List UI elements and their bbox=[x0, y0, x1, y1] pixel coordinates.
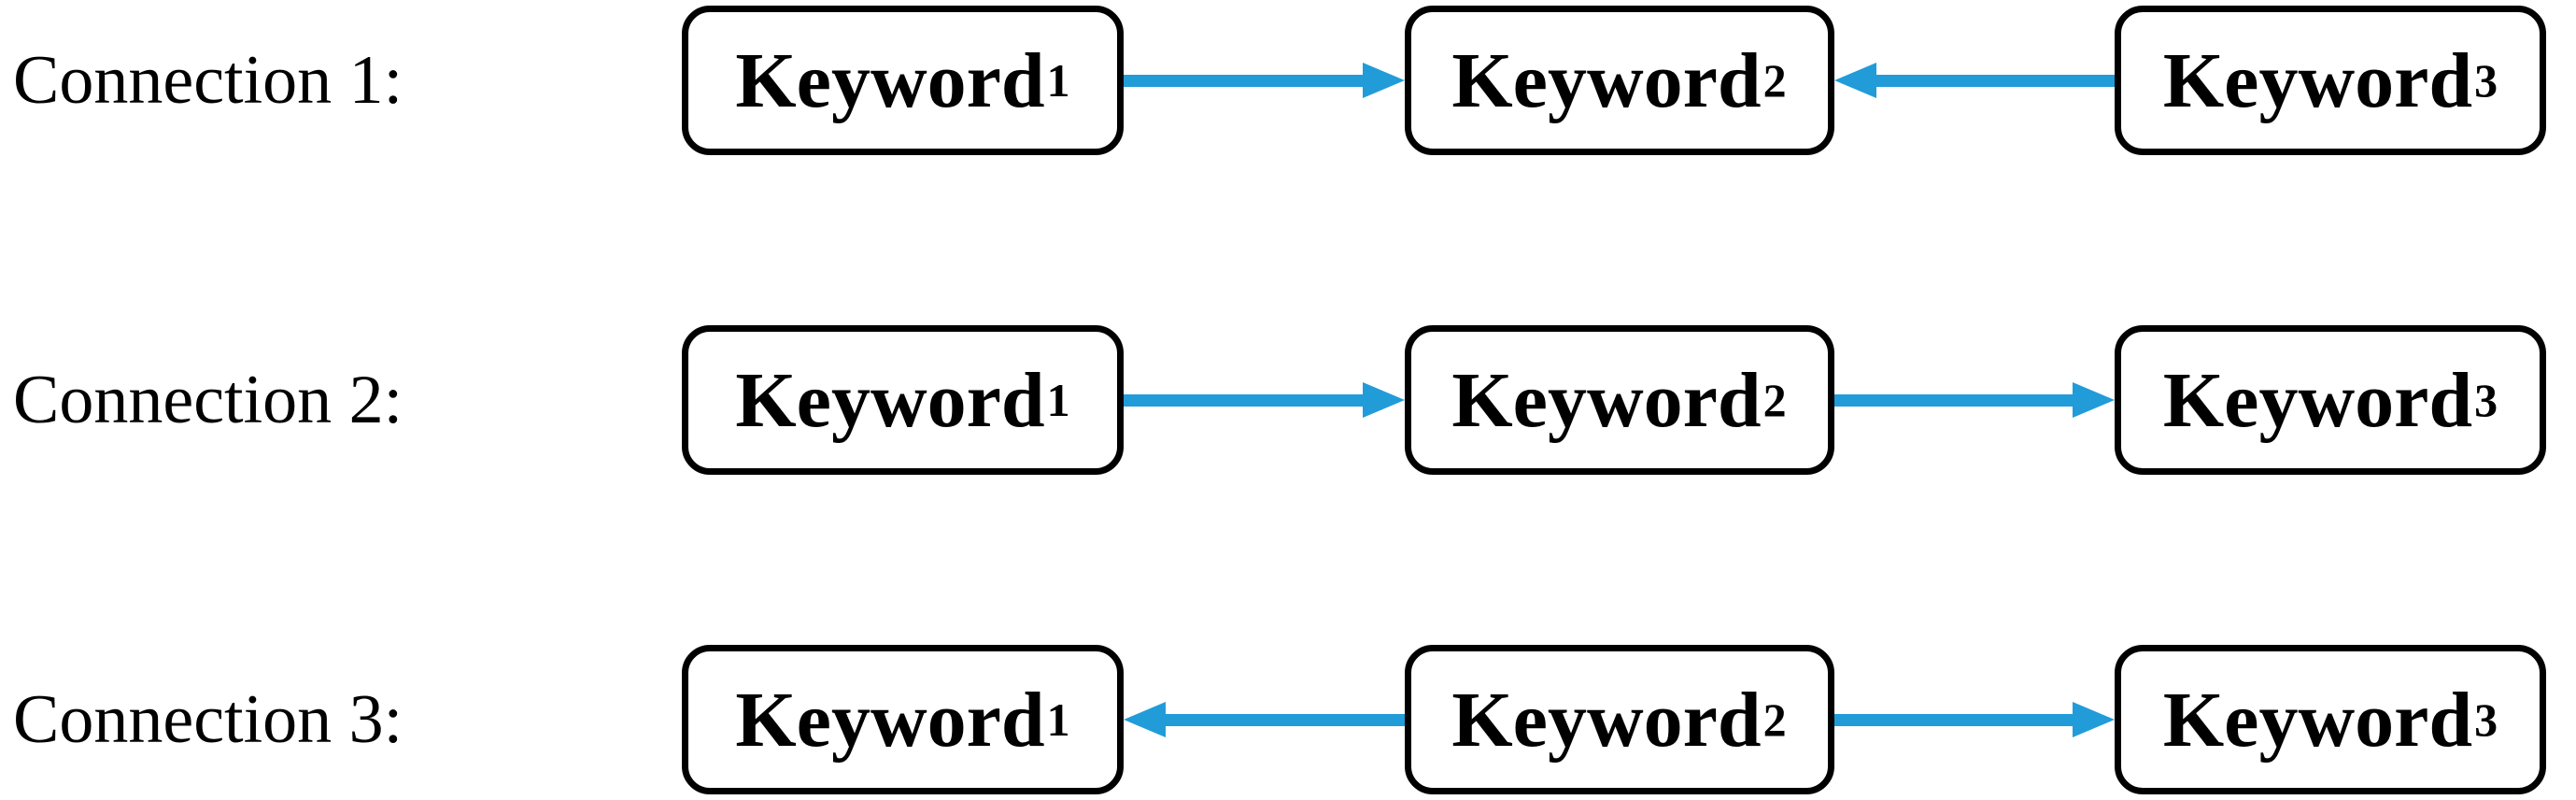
arrow-head-right bbox=[2073, 382, 2115, 418]
keyword-label: Keyword bbox=[1451, 356, 1762, 444]
keyword-label: Keyword bbox=[2162, 356, 2473, 444]
connection-1-label: Connection 1: bbox=[13, 41, 403, 119]
arrow-head-right bbox=[1362, 63, 1405, 98]
arrow-shaft bbox=[1124, 74, 1363, 87]
connection-arrow bbox=[1124, 62, 1405, 99]
connection-arrow bbox=[1833, 381, 2115, 419]
keyword-subscript: 1 bbox=[1046, 374, 1070, 426]
connection-arrow bbox=[1124, 701, 1405, 738]
keyword-subscript: 1 bbox=[1046, 54, 1070, 107]
connection-2-label: Connection 2: bbox=[13, 361, 403, 438]
arrow-shaft bbox=[1875, 74, 2115, 87]
arrow-shaft bbox=[1124, 393, 1363, 407]
arrow-shaft bbox=[1833, 393, 2073, 407]
connection-arrow bbox=[1833, 62, 2115, 99]
connection-arrow bbox=[1833, 701, 2115, 738]
keyword-subscript: 3 bbox=[2474, 693, 2498, 746]
keyword-label: Keyword bbox=[735, 36, 1045, 124]
keyword-subscript: 3 bbox=[2474, 374, 2498, 426]
connection-arrow bbox=[1124, 381, 1405, 419]
keyword-subscript: 2 bbox=[1762, 693, 1787, 746]
arrow-head-right bbox=[1362, 382, 1405, 418]
keyword-subscript: 2 bbox=[1762, 54, 1787, 107]
keyword-subscript: 1 bbox=[1046, 693, 1070, 746]
arrow-shaft bbox=[1166, 713, 1405, 726]
arrow-head-left bbox=[1124, 702, 1166, 737]
arrow-head-right bbox=[2073, 702, 2115, 737]
arrow-head-left bbox=[1833, 63, 1876, 98]
arrow-shaft bbox=[1833, 713, 2073, 726]
keyword-label: Keyword bbox=[2162, 676, 2473, 764]
keyword-subscript: 3 bbox=[2474, 54, 2498, 107]
keyword-subscript: 2 bbox=[1762, 374, 1787, 426]
keyword-label: Keyword bbox=[2162, 36, 2473, 124]
keyword-label: Keyword bbox=[735, 676, 1045, 764]
keyword-label: Keyword bbox=[1451, 36, 1762, 124]
connection-3-label: Connection 3: bbox=[13, 680, 403, 758]
keyword-label: Keyword bbox=[735, 356, 1045, 444]
keyword-label: Keyword bbox=[1451, 676, 1762, 764]
